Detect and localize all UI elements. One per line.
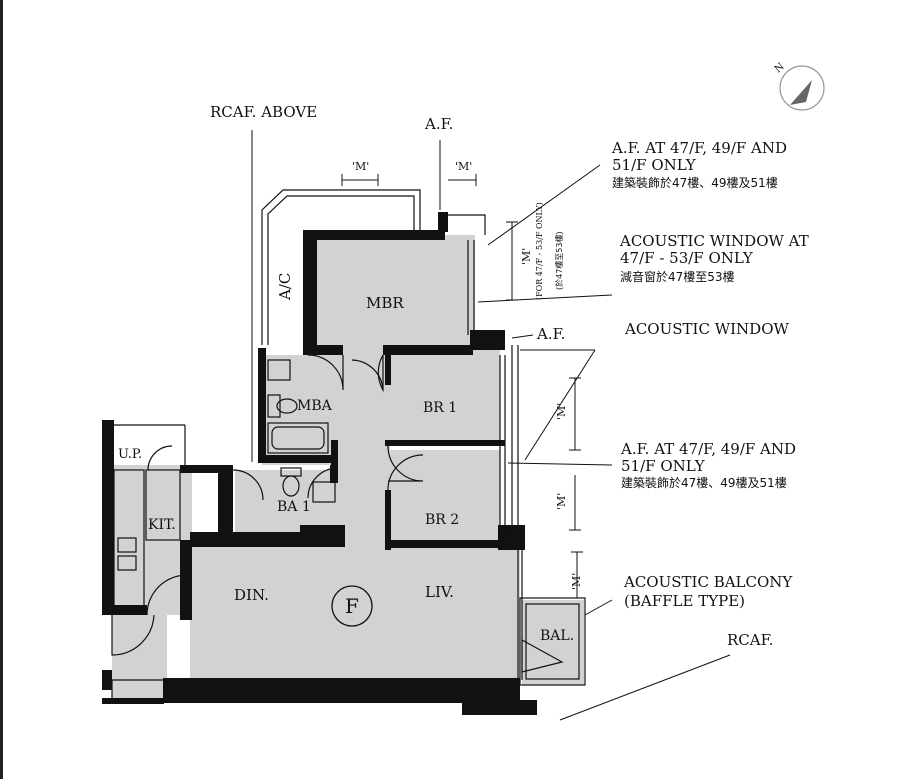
- flat-label: F: [345, 594, 359, 618]
- note-acoustic-balcony-line1: ACOUSTIC BALCONY: [623, 573, 793, 591]
- room-label-up: U.P.: [118, 447, 142, 462]
- room-label-br1: BR 1: [423, 400, 457, 416]
- br2-floor: [390, 450, 500, 545]
- room-label-mbr: MBR: [366, 294, 404, 312]
- note-acoustic-window: ACOUSTIC WINDOW: [624, 320, 789, 338]
- room-label-kit: KIT.: [148, 517, 176, 533]
- room-label-din: DIN.: [234, 586, 269, 604]
- north-label: N: [773, 61, 787, 75]
- note-acoustic-47-line1: ACOUSTIC WINDOW AT: [619, 232, 809, 250]
- dim-mark-right-upper: 'M': [520, 248, 533, 265]
- ac-platform-outline: [261, 189, 421, 345]
- note-af-top: A.F.: [424, 115, 453, 133]
- note-af-47-1-line1: A.F. AT 47/F, 49/F AND: [611, 139, 787, 157]
- note-acoustic-balcony-line2: (BAFFLE TYPE): [624, 592, 745, 610]
- mbr-floor: [305, 235, 475, 350]
- note-af-47-2-line1: A.F. AT 47/F, 49/F AND: [620, 440, 796, 458]
- room-label-mba: MBA: [297, 398, 333, 414]
- leader-lines: [251, 130, 731, 721]
- entry-floor: [112, 610, 167, 700]
- flat-label-circle: [331, 585, 373, 627]
- walls: [102, 212, 537, 715]
- note-af-47-1-line2: 51/F ONLY: [612, 156, 697, 174]
- room-label-ba1: BA 1: [277, 499, 311, 515]
- dim-mark-balcony: 'M': [570, 573, 583, 590]
- note-af-47-1-cn: 建築裝飾於47樓、49樓及51樓: [612, 175, 778, 190]
- note-af-mid: A.F.: [536, 325, 565, 343]
- room-label-br2: BR 2: [425, 512, 459, 528]
- annotations: RCAF. ABOVE A.F. A.F. AT 47/F, 49/F AND …: [210, 103, 809, 649]
- balcony-floor: [522, 600, 584, 685]
- dim-mark-br2: 'M': [555, 493, 568, 510]
- note-acoustic-47-cn: 減音窗於47樓至53樓: [620, 269, 735, 284]
- room-labels: MBR MBA BR 1 BR 2 BA 1 KIT. U.P. DIN. LI…: [118, 273, 574, 644]
- door-swings: [111, 354, 424, 656]
- vertical-note-en: (FOR 47/F - 53/F ONLY): [535, 202, 544, 300]
- br1-floor: [390, 350, 500, 445]
- room-label-bal: BAL.: [540, 628, 574, 644]
- vertical-note-cn: (於47樓至53樓): [554, 231, 564, 290]
- fixtures: [113, 359, 336, 611]
- page-edge: [0, 0, 3, 779]
- note-rcaf-above: RCAF. ABOVE: [210, 103, 317, 121]
- dim-mark-top-left: 'M': [352, 160, 369, 173]
- note-rcaf: RCAF.: [727, 631, 773, 649]
- note-acoustic-47-line2: 47/F - 53/F ONLY: [620, 249, 754, 267]
- note-af-47-2-line2: 51/F ONLY: [621, 457, 706, 475]
- living-dining-floor: [190, 545, 520, 680]
- room-label-liv: LIV.: [425, 583, 454, 601]
- dim-mark-br1: 'M': [555, 403, 568, 420]
- room-label-ac: A/C: [276, 273, 294, 301]
- dimension-marks: 'M' 'M' 'M' (FOR 47/F - 53/F ONLY) (於47樓…: [341, 160, 583, 598]
- outlines: [111, 214, 586, 701]
- note-af-47-2-cn: 建築裝飾於47樓、49樓及51樓: [621, 475, 787, 490]
- north-arrow-icon: N: [773, 61, 825, 111]
- dim-mark-top-right: 'M': [455, 160, 472, 173]
- ac-platform-inner: [267, 195, 415, 345]
- mba-floor: [262, 355, 337, 465]
